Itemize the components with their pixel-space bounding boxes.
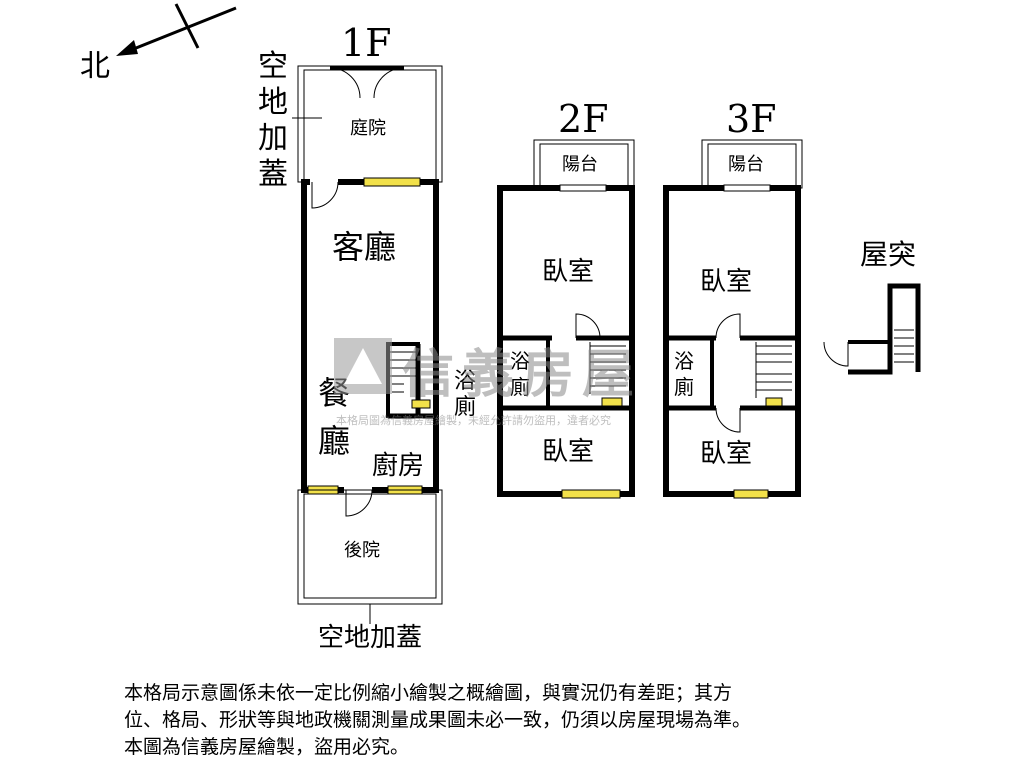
room-bath-1f-char1: 浴 (454, 369, 476, 394)
room-kitchen: 廚房 (372, 451, 424, 481)
window-bath-3f (765, 397, 783, 407)
floor-1f-title: 1F (341, 21, 392, 65)
back-yard-inner-outline (303, 493, 437, 599)
floor-2f: 2F 陽台 臥室 浴 廁 臥室 (497, 97, 635, 499)
roof-title: 屋突 (860, 238, 916, 271)
room-bedroom-3f-front: 臥室 (700, 267, 752, 297)
roof-walls (848, 283, 921, 375)
floor-3f-staircase (755, 342, 792, 398)
watermark-note: 本格局圖為信義房屋繪製，未經允許請勿盜用，違者必究 (336, 413, 611, 427)
floor-1f-side-note-char1: 空 (258, 49, 288, 84)
front-door-swing (311, 181, 339, 209)
floor-1f-side-note-char3: 加 (258, 121, 288, 156)
floor-1f-side-note-char2: 地 (258, 85, 288, 120)
compass-arrow-head (116, 40, 138, 56)
window-bath-1f (411, 399, 431, 409)
window-bath-2f (601, 397, 623, 407)
room-balcony-2f: 陽台 (562, 154, 598, 175)
floor-1f: 1F 空 地 加 蓋 庭院 (258, 21, 476, 653)
compass-cross-line (174, 3, 200, 49)
room-dining-char2: 廳 (318, 422, 350, 460)
room-back-yard: 後院 (344, 540, 380, 561)
roof-door-swing (823, 341, 849, 367)
disclaimer-line-3: 本圖為信義房屋繪製，盜用必究。 (124, 736, 410, 758)
room-front-yard: 庭院 (350, 118, 386, 139)
disclaimer-line-2: 位、格局、形狀等與地政機關測量成果圖未必一致，仍須以房屋現場為準。 (124, 709, 752, 731)
room-living: 客廳 (332, 228, 396, 266)
watermark: 信義房屋 本格局圖為信義房屋繪製，未經允許請勿盜用，違者必究 (334, 338, 642, 427)
front-gate-swing-right (373, 67, 405, 99)
room-bath-2f-char2: 廁 (510, 375, 530, 399)
disclaimer: 本格局示意圖係未依一定比例縮小繪製之概繪圖，與實況仍有差距；其方 位、格局、形狀… (124, 680, 1004, 761)
window-bedroom-2f-back (561, 489, 621, 499)
window-bedroom-3f-back (733, 489, 769, 499)
floor-2f-title: 2F (558, 97, 609, 141)
room-bath-3f-char2: 廁 (674, 375, 694, 399)
room-bath-3f-char1: 浴 (674, 349, 694, 373)
floor-3f-title: 3F (726, 97, 777, 141)
disclaimer-line-1: 本格局示意圖係未依一定比例縮小繪製之概繪圖，與實況仍有差距；其方 (124, 682, 733, 704)
floor-3f: 3F 陽台 臥室 浴 廁 臥室 (663, 97, 803, 499)
room-bath-2f-char1: 浴 (510, 349, 530, 373)
window-living-front (363, 177, 421, 187)
watermark-logo-mark (344, 348, 382, 384)
room-balcony-3f: 陽台 (728, 154, 764, 175)
room-bath-1f-char2: 廁 (454, 395, 476, 420)
front-gate-swing-left (329, 67, 361, 99)
compass-north-label: 北 (80, 49, 110, 84)
balcony-door-2f (559, 184, 607, 192)
back-door-swing (345, 489, 373, 517)
roof-staircase (894, 329, 914, 363)
north-compass: 北 (80, 3, 237, 84)
room-bedroom-2f-back: 臥室 (542, 437, 594, 467)
compass-arrow-shaft (125, 6, 237, 54)
bedroom-3f-front-door (715, 313, 741, 339)
balcony-door-3f (723, 184, 771, 192)
floor-2f-staircase (589, 342, 626, 394)
floor-1f-side-note-char4: 蓋 (258, 157, 288, 192)
floor-1f-bottom-note: 空地加蓋 (318, 623, 422, 653)
bedroom-2f-front-door (575, 313, 601, 339)
watermark-brand: 信義房屋 (402, 345, 642, 405)
bedroom-3f-back-door (715, 407, 741, 433)
roof-access: 屋突 (823, 238, 921, 375)
room-bedroom-2f-front: 臥室 (542, 257, 594, 287)
room-bedroom-3f-back: 臥室 (700, 439, 752, 469)
